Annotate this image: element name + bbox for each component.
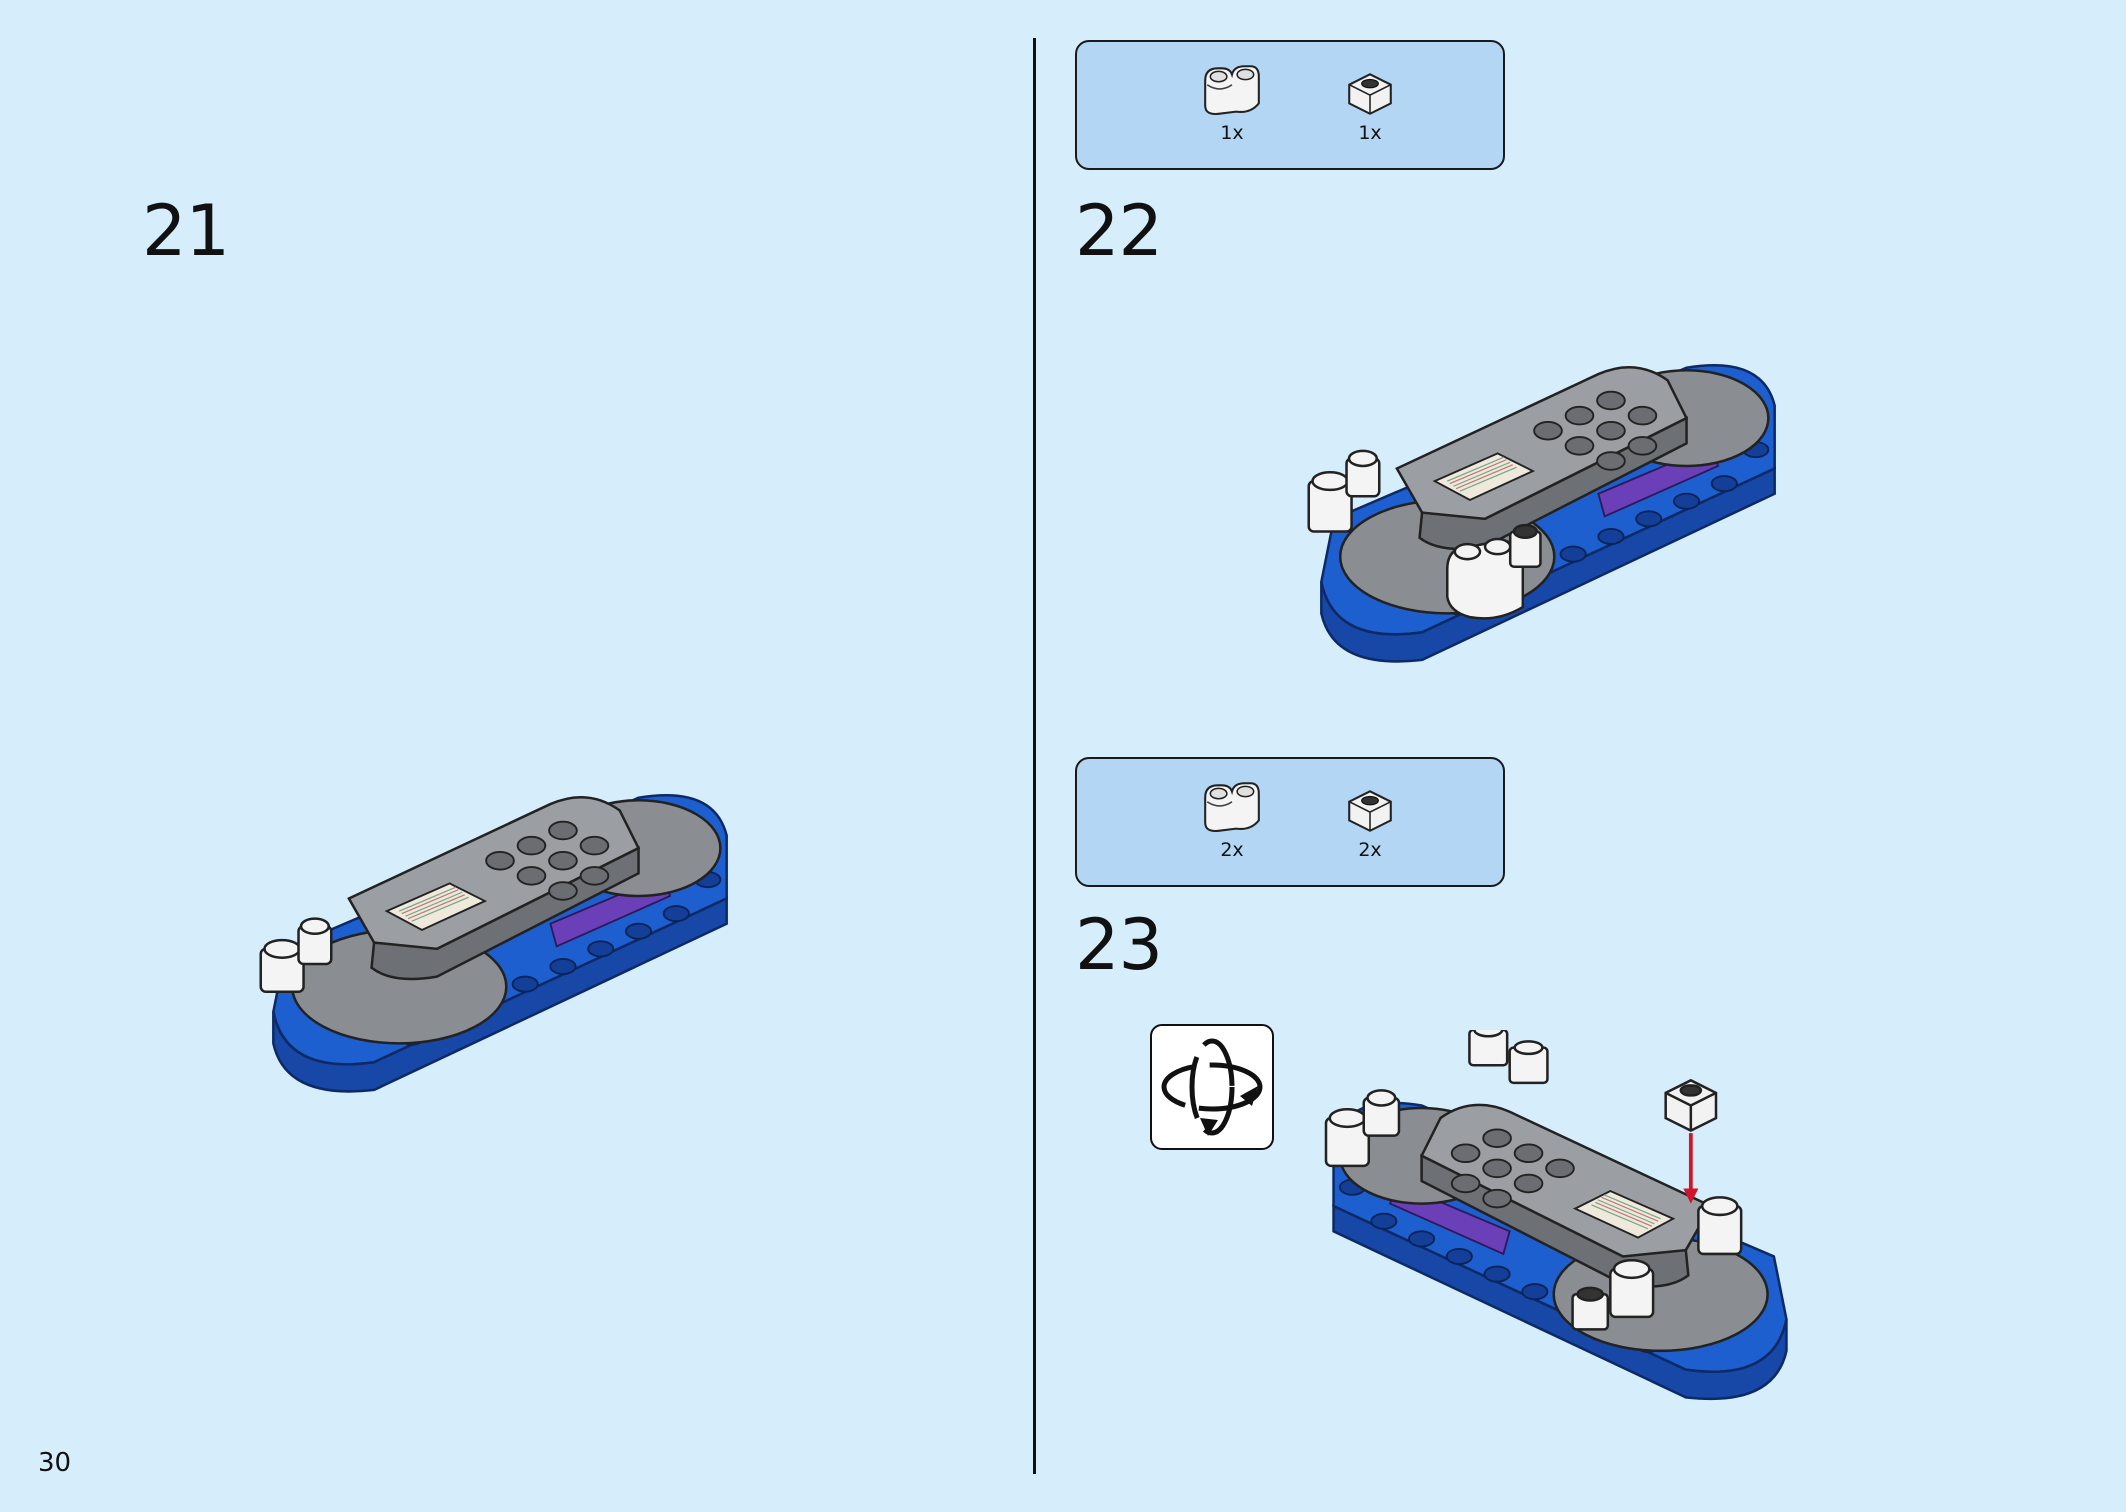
step-23-model-illustration	[1324, 1030, 1788, 1401]
parts-callout-step-22: 1x 1x	[1075, 40, 1505, 170]
part-item: 1x	[1187, 62, 1277, 144]
part-quantity: 2x	[1220, 839, 1244, 861]
parts-callout-step-23: 2x 2x	[1075, 757, 1505, 887]
part-item: 2x	[1187, 779, 1277, 861]
white-1x1-brick-icon	[1348, 790, 1392, 832]
white-curved-brick-icon	[1204, 782, 1260, 833]
white-1x1-brick-icon	[1348, 73, 1392, 115]
step-21-model-illustration	[259, 794, 728, 1093]
part-item: 1x	[1325, 66, 1415, 144]
part-quantity: 1x	[1358, 122, 1382, 144]
step-22-model-illustration	[1307, 363, 1776, 663]
white-curved-brick-icon	[1204, 65, 1260, 116]
rotate-model-icon	[1150, 1024, 1274, 1150]
part-item: 2x	[1325, 783, 1415, 861]
added-1x1-brick	[1664, 1078, 1718, 1133]
page-number: 30	[38, 1448, 72, 1478]
part-quantity: 1x	[1220, 122, 1244, 144]
step-number-22: 22	[1075, 190, 1163, 272]
part-quantity: 2x	[1358, 839, 1382, 861]
page-divider	[1033, 38, 1036, 1474]
step-number-21: 21	[142, 190, 230, 272]
step-number-23: 23	[1075, 904, 1163, 986]
